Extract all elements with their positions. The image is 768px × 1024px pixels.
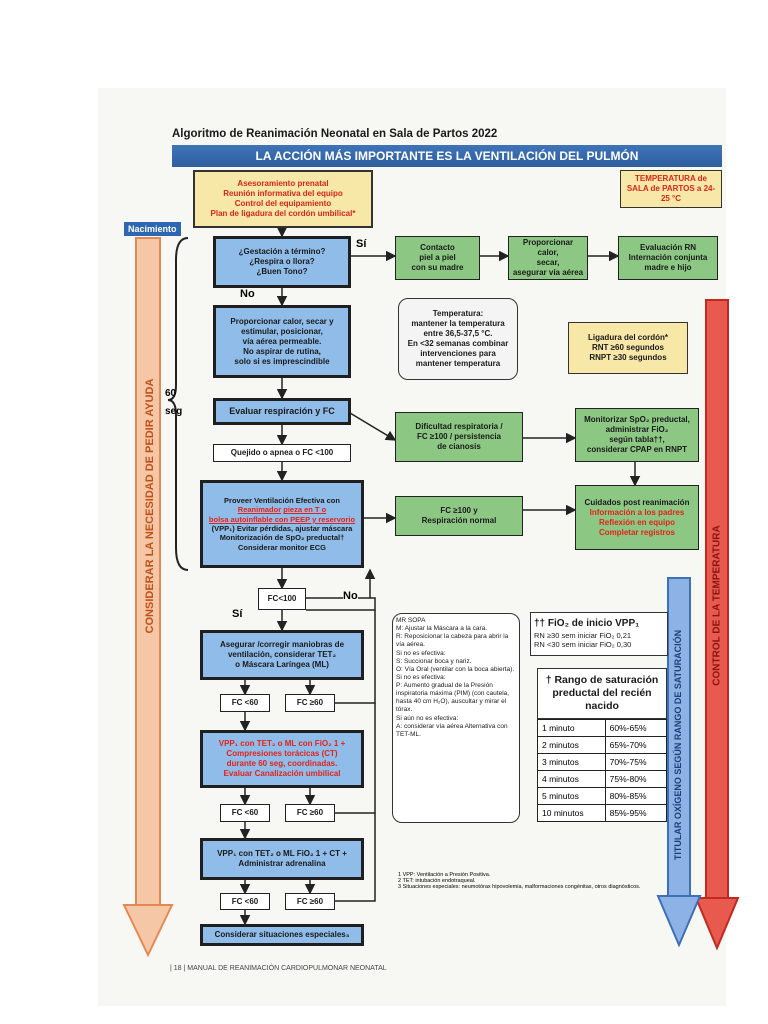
hr-below-60-box: FC <60	[220, 694, 270, 712]
saturation-range: 70%-75%	[604, 753, 668, 771]
oxygen-arrow	[656, 577, 702, 948]
saturation-time: 2 minutos	[537, 736, 606, 754]
saturation-time: 1 minuto	[537, 719, 606, 737]
respiratory-distress-box: Dificultad respiratoria / FC ≥100 / pers…	[395, 412, 523, 462]
saturation-range: 80%-85%	[604, 787, 668, 805]
rn-evaluation-box: Evaluación RN Internación conjunta madre…	[618, 236, 718, 280]
temperature-box: Temperatura: mantener la temperatura ent…	[398, 298, 518, 380]
evaluate-box: Evaluar respiración y FC	[213, 398, 351, 425]
fio2-lines: RN ≥30 sem iniciar FiO₂ 0,21 RN <30 sem …	[534, 630, 632, 650]
saturation-range: 65%-70%	[604, 736, 668, 754]
saturation-range: 60%-65%	[604, 719, 668, 737]
skin-to-skin-box: Contacto piel a piel con su madre	[395, 236, 480, 280]
hr-below-100-box: FC<100	[258, 588, 306, 610]
saturation-title: † Rango de saturación preductal del reci…	[537, 668, 667, 719]
birth-label: Nacimiento	[124, 222, 181, 236]
page-footer: | 18 | MANUAL DE REANIMACIÓN CARDIOPULMO…	[170, 965, 387, 972]
vpp-bag: bolsa autoinflable con PEEP y reservorio	[208, 514, 356, 524]
ventilation-banner: LA ACCIÓN MÁS IMPORTANTE ES LA VENTILACI…	[172, 145, 722, 167]
vpp-title: Proveer Ventilación Efectiva con	[224, 495, 340, 505]
room-temperature-box: TEMPERATURA de SALA de PARTOS a 24-25 °C	[620, 170, 722, 208]
normal-breathing-box: FC ≥100 y Respiración normal	[395, 496, 523, 536]
warmth-box: Proporcionar calor, secar, asegurar vía …	[508, 236, 588, 280]
prenatal-box: Asesoramiento prenatal Reunión informati…	[193, 170, 373, 228]
hr-above-60-box: FC ≥60	[285, 694, 335, 712]
saturation-range: 85%-95%	[604, 804, 668, 822]
yes-label: Sí	[356, 238, 367, 250]
page-title: Algoritmo de Reanimación Neonatal en Sal…	[172, 128, 498, 140]
fio2-title: †† FiO₂ de inicio VPP₁	[534, 618, 640, 630]
prenatal-line: Plan de ligadura del cordón umbilical*	[210, 209, 356, 218]
monitor-spo2-box: Monitorizar SpO₂ preductal, administrar …	[575, 408, 699, 462]
yes-label-2: Sí	[232, 608, 243, 620]
help-arrow-label: CONSIDERAR LA NECESIDAD DE PEDIR AYUDA	[144, 378, 156, 634]
saturation-time: 4 minutos	[537, 770, 606, 788]
post-resuscitation-box: Cuidados post reanimación Información a …	[575, 485, 699, 550]
sixty-label: 60	[165, 388, 177, 399]
seconds-label: seg	[165, 406, 183, 417]
adrenaline-box: VPP₁ con TET₂ o ML FiO₂ 1 + CT + Adminis…	[200, 838, 364, 880]
footnotes: 1 VPP: Ventilación a Presión Positiva. 2…	[398, 872, 641, 890]
fio2-box: †† FiO₂ de inicio VPP₁ RN ≥30 sem inicia…	[530, 612, 668, 656]
temperature-arrow	[694, 299, 740, 951]
help-arrow	[122, 237, 174, 958]
cord-clamping-box: Ligadura del cordón* RNT ≥60 segundos RN…	[568, 322, 688, 374]
hr-below-60-box-2: FC <60	[220, 804, 270, 822]
saturation-time: 5 minutos	[537, 787, 606, 805]
special-situations-box: Considerar situaciones especiales₃	[200, 924, 364, 946]
prenatal-line: Control del equipamiento	[234, 199, 332, 208]
prenatal-line: Asesoramiento prenatal	[237, 179, 329, 188]
vpp-resuscitator: Reanimador	[237, 505, 282, 515]
vpp-details: (VPP₁) Evitar pérdidas, ajustar máscara …	[211, 524, 353, 552]
mr-sopa-box: MR SOPA M: Ajustar la Máscara a la cara.…	[392, 613, 520, 823]
compressions-box: VPP₁ con TET₂ o ML con FiO₂ 1 + Compresi…	[200, 730, 364, 788]
initial-assessment-box: ¿Gestación a término? ¿Respira o llora? …	[213, 236, 351, 288]
hr-above-60-box-3: FC ≥60	[285, 893, 335, 910]
post-care-list: Información a los padres Reflexión en eq…	[589, 507, 685, 537]
no-label-2: No	[343, 590, 358, 602]
saturation-range: 75%-80%	[604, 770, 668, 788]
sixty-second-brace	[167, 237, 189, 571]
hr-above-60-box-2: FC ≥60	[285, 804, 335, 822]
temperature-arrow-label: CONTROL DE LA TEMPERATURA	[711, 525, 723, 686]
hr-below-60-box-3: FC <60	[220, 893, 270, 910]
saturation-time: 3 minutos	[537, 753, 606, 771]
vpp-t-piece: pieza en T o	[283, 505, 327, 515]
post-care-title: Cuidados post reanimación	[584, 497, 690, 507]
effective-ventilation-box: Proveer Ventilación Efectiva con Reanima…	[200, 480, 364, 568]
correct-ventilation-box: Asegurar /corregir maniobras de ventilac…	[200, 630, 364, 680]
grunting-apnea-box: Quejido o apnea o FC <100	[213, 444, 351, 462]
saturation-time: 10 minutos	[537, 804, 606, 822]
no-label: No	[240, 288, 255, 300]
oxygen-arrow-label: TITULAR OXÍGENO SEGÚN RANGO DE SATURACIÓ…	[673, 629, 683, 861]
stabilization-box: Proporcionar calor, secar y estimular, p…	[213, 305, 351, 378]
prenatal-line: Reunión informativa del equipo	[223, 189, 343, 198]
